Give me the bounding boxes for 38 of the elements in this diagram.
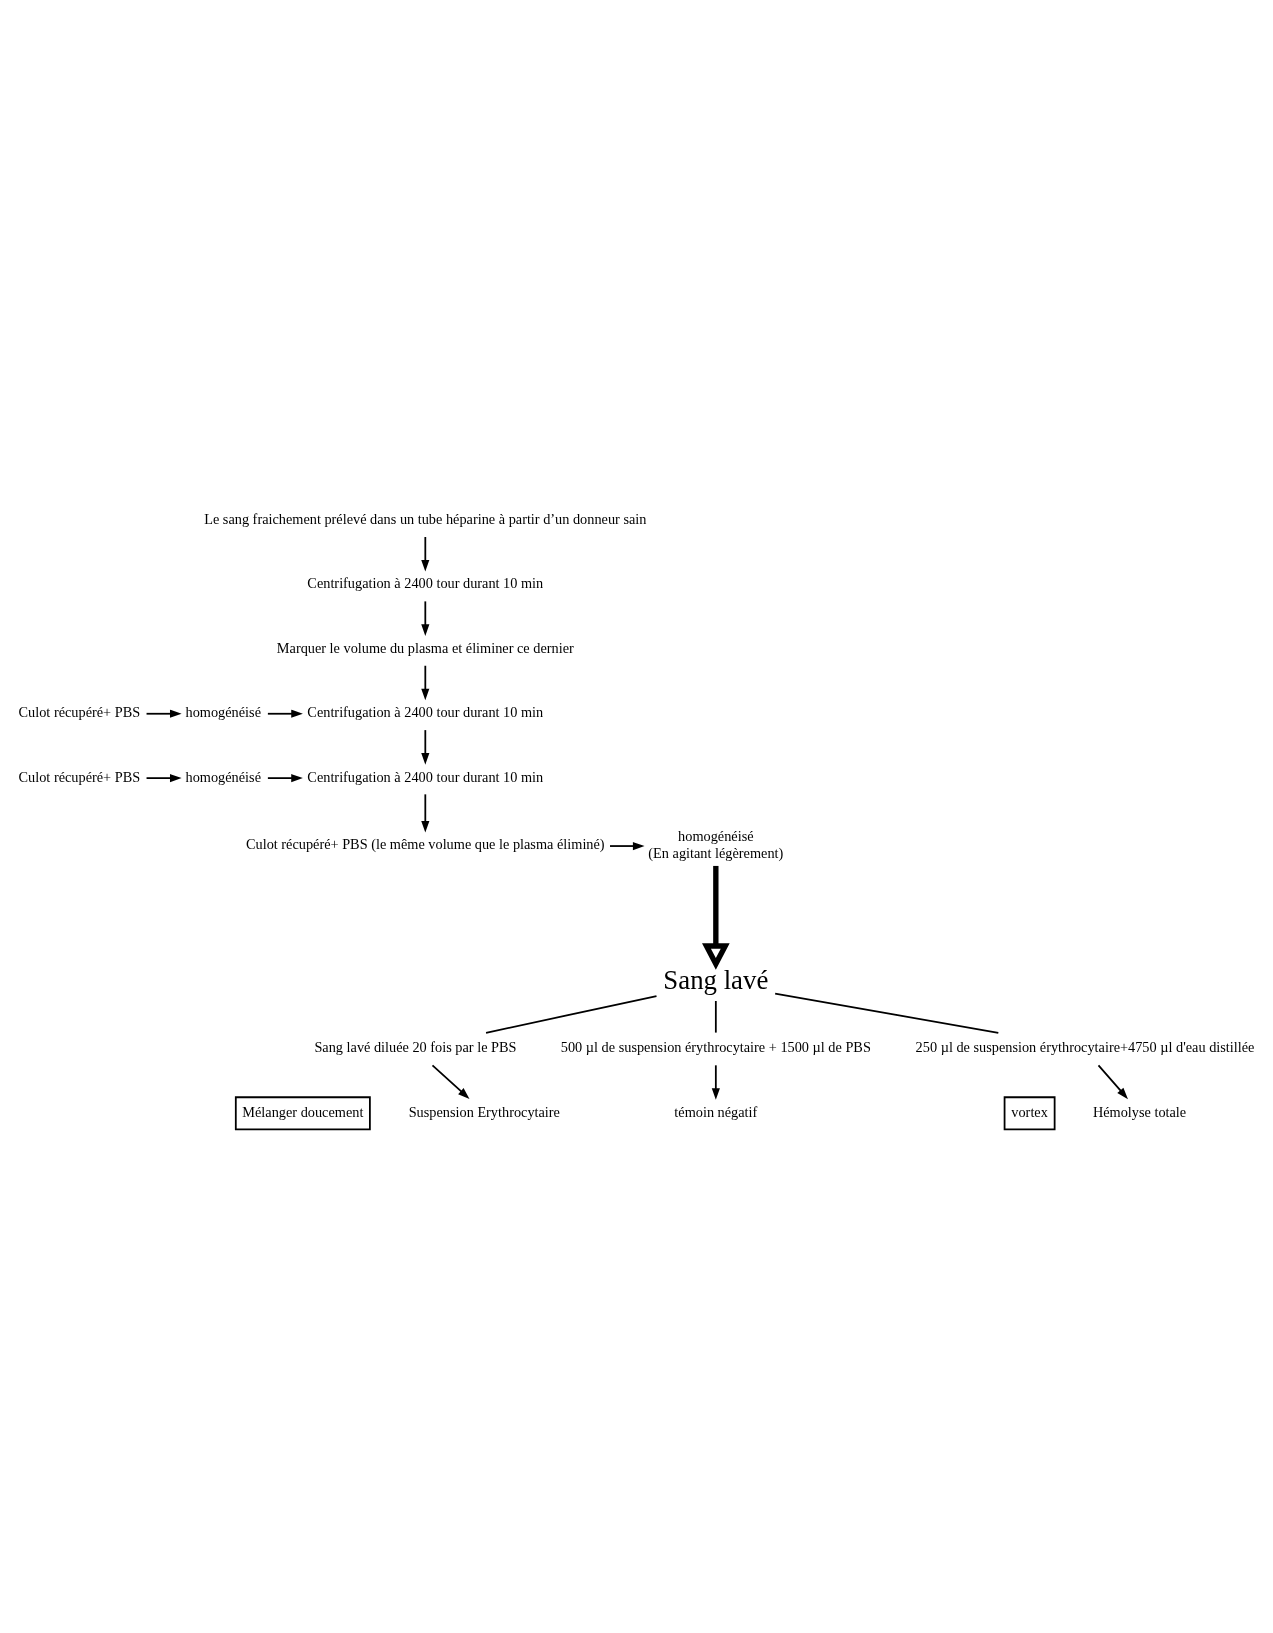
node-text: Culot récupéré+ PBS (le même volume que le plasma éliminé) xyxy=(245,835,605,852)
node-text: témoin négatif xyxy=(674,1103,758,1120)
node-text: homogénéisé xyxy=(678,827,754,844)
arrow xyxy=(145,709,182,718)
node-text: Sang lavé xyxy=(663,964,769,995)
arrow xyxy=(1097,1063,1128,1099)
node-text: Culot récupéré+ PBS xyxy=(18,703,141,720)
arrow xyxy=(267,773,303,782)
node-text: Sang lavé diluée 20 fois par le PBS xyxy=(314,1038,517,1055)
node-label: (En agitant légèrement) xyxy=(648,843,784,860)
node-text: homogénéisé xyxy=(185,768,262,785)
node-text: Centrifugation à 2400 tour durant 10 min xyxy=(307,574,544,591)
arrow xyxy=(421,792,430,833)
arrow xyxy=(267,709,303,718)
node-box: vortex xyxy=(1003,1095,1056,1130)
node-box: Mélanger doucement xyxy=(234,1095,371,1130)
arrow xyxy=(421,728,430,765)
connector xyxy=(714,999,717,1033)
node-text: Culot récupéré+ PBS xyxy=(18,768,141,785)
arrow xyxy=(145,773,182,782)
arrow xyxy=(609,841,645,850)
arrow xyxy=(421,600,430,636)
node-text: 250 µl de suspension érythrocytaire+4750 µl d'eau distillée xyxy=(915,1038,1255,1055)
connector xyxy=(774,992,1000,1034)
connector xyxy=(485,994,658,1034)
arrow xyxy=(421,535,430,572)
arrow xyxy=(421,664,430,700)
arrow xyxy=(702,865,730,970)
node-text: Suspension Erythrocytaire xyxy=(408,1103,560,1120)
node-text: Marquer le volume du plasma et éliminer ce dernier xyxy=(276,639,574,656)
node-text: Centrifugation à 2400 tour durant 10 min xyxy=(307,768,544,785)
node-text: 500 µl de suspension érythrocytaire + 1500 µl de PBS xyxy=(560,1038,871,1055)
node-text: homogénéisé xyxy=(185,703,262,720)
arrow xyxy=(431,1063,470,1099)
node-text: Hémolyse totale xyxy=(1092,1103,1187,1120)
node-text: Le sang fraichement prélevé dans un tube héparine à partir d’un donneur sain xyxy=(204,510,647,527)
arrow xyxy=(711,1063,720,1100)
node-text: Centrifugation à 2400 tour durant 10 min xyxy=(307,703,544,720)
